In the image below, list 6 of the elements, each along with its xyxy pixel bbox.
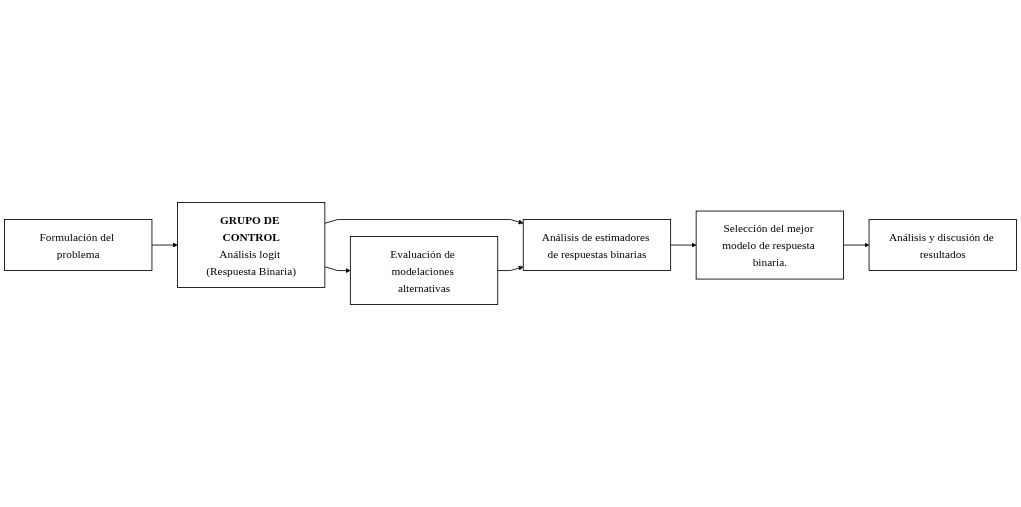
node-box: GRUPO DE CONTROL Análisis logit (Respuesta Binaria) xyxy=(177,202,326,288)
node-box: Formulación del problema xyxy=(4,219,153,271)
node-box: Selección del mejor modelo de respuesta binaria. xyxy=(695,210,844,280)
node-box: Análisis de estimadores de respuestas binarias xyxy=(522,219,672,271)
node-box: Evaluación de modelaciones alternativas xyxy=(349,236,499,305)
node-box: Análisis y discusión de resultados xyxy=(868,219,1017,271)
